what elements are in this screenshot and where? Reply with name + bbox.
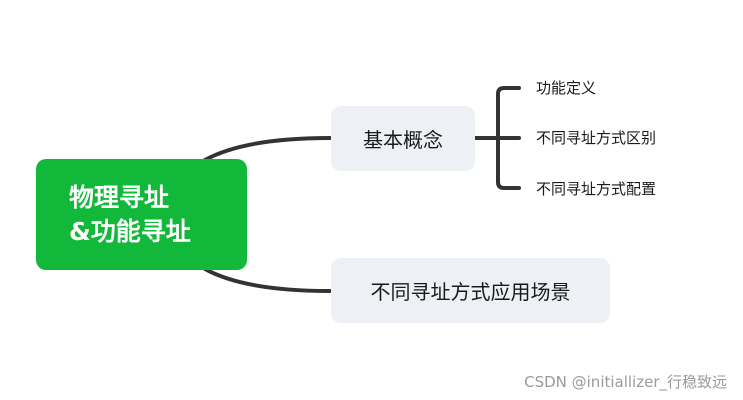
topic-label: 基本概念 (363, 128, 443, 152)
central-topic-line-2: &功能寻址 (69, 216, 191, 246)
central-topic-node[interactable]: 物理寻址 &功能寻址 (36, 159, 247, 270)
topic-label: 不同寻址方式应用场景 (370, 280, 571, 304)
subtopic-function-definition[interactable]: 功能定义 (536, 79, 597, 97)
topic-node-application-scenarios[interactable]: 不同寻址方式应用场景 (331, 258, 610, 323)
topic-node-basic-concepts[interactable]: 基本概念 (331, 106, 475, 171)
subtopic-addressing-configuration[interactable]: 不同寻址方式配置 (536, 180, 657, 198)
connector-root-to-topic-2 (203, 267, 332, 293)
connector-root-to-topic-1 (203, 136, 332, 162)
watermark-text: CSDN @initiallizer_行稳致远 (524, 373, 727, 391)
central-topic-line-1: 物理寻址 (69, 182, 170, 212)
subtopic-addressing-differences[interactable]: 不同寻址方式区别 (536, 129, 657, 147)
